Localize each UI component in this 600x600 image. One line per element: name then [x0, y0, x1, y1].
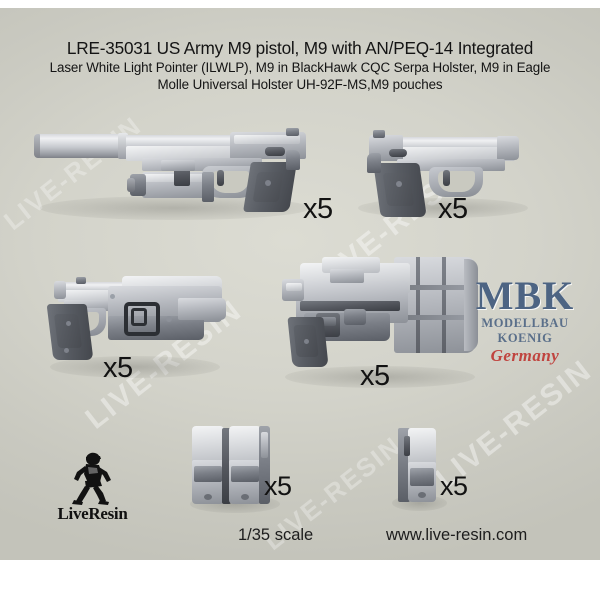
part-m9-double-mag-pouch [192, 426, 272, 504]
product-title-block: LRE-35031 US Army M9 pistol, M9 with AN/… [0, 38, 600, 93]
quantity-label-eagle-holster: x5 [360, 360, 390, 392]
quantity-label-serpa-holster: x5 [103, 352, 133, 384]
photo-panel: LIVE-RESIN LIVE-RESIN LIVE-RESIN LIVE-RE… [0, 8, 600, 560]
mbk-logo-country: Germany [490, 346, 560, 365]
scale-label: 1/35 scale [238, 526, 314, 544]
title-line-3: Molle Universal Holster UH-92F-MS,M9 pou… [157, 77, 443, 92]
mbk-logo: MBK MODELLBAU KOENIG Germany [455, 273, 595, 366]
mbk-logo-main: MBK [475, 273, 575, 318]
live-resin-logo: LiveResin [30, 451, 155, 523]
part-m9-single-mag-pouch [398, 428, 442, 502]
website-label: www.live-resin.com [386, 526, 528, 544]
part-m9-eagle-molle-holster [282, 251, 482, 371]
live-resin-wordmark: LiveResin [57, 504, 128, 523]
title-line-1: LRE-35031 US Army M9 pistol, M9 with AN/… [66, 38, 534, 58]
part-m9-with-peq14 [34, 120, 314, 212]
part-m9-plain [355, 123, 525, 217]
title-line-2: Laser White Light Pointer (ILWLP), M9 in… [49, 60, 551, 75]
quantity-label-m9-plain: x5 [438, 193, 468, 225]
mbk-logo-subtitle: MODELLBAU KOENIG [481, 316, 569, 345]
quantity-label-m9-peq14: x5 [303, 193, 333, 225]
running-soldier-icon [71, 452, 111, 505]
quantity-label-double-pouch: x5 [264, 471, 292, 501]
part-m9-serpa-holster [46, 264, 228, 364]
quantity-label-single-pouch: x5 [440, 471, 468, 501]
